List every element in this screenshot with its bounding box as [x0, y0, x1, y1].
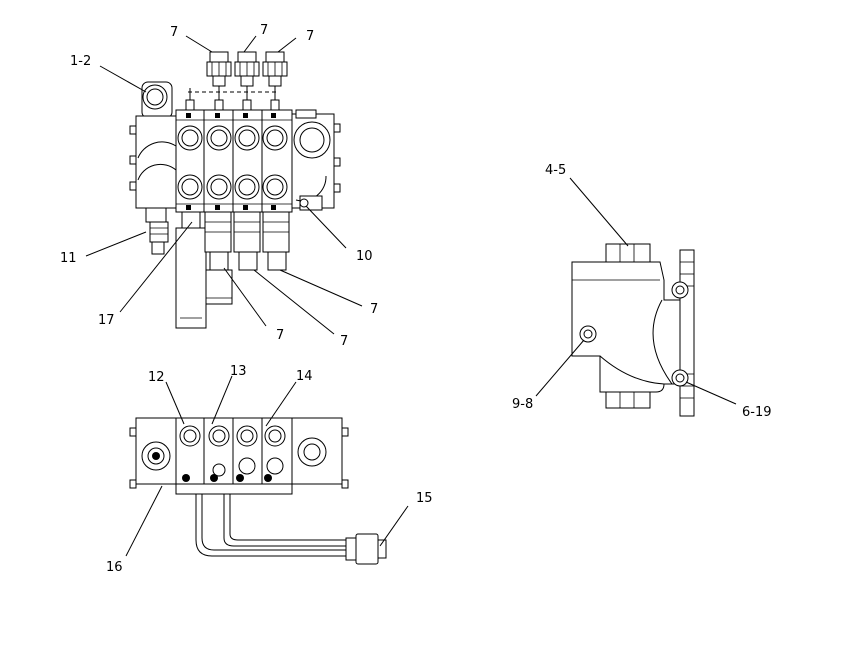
valve-assembly-rear-view [129, 417, 387, 565]
callout-17: 17 [98, 313, 115, 328]
callout-14: 14 [296, 369, 313, 384]
callout-6-19: 6-19 [742, 405, 772, 420]
callout-7-top-middle: 7 [260, 23, 268, 38]
callout-4-5: 4-5 [545, 163, 566, 178]
lower-cartridges [175, 211, 290, 329]
callout-7-top-right: 7 [306, 29, 314, 44]
callout-7-right-upper: 7 [370, 302, 378, 317]
top-fitting-middle [234, 51, 260, 87]
inlet-section [129, 115, 177, 255]
callout-15: 15 [416, 491, 433, 506]
callout-7-top-left: 7 [170, 25, 178, 40]
work-sections [175, 109, 293, 213]
top-fitting-right [262, 51, 288, 87]
top-fitting-left [206, 51, 232, 87]
callout-1-2: 1-2 [70, 54, 91, 69]
callout-9-8: 9-8 [512, 397, 533, 412]
callout-11: 11 [60, 251, 77, 266]
callout-16: 16 [106, 560, 123, 575]
relief-fitting-1-2 [141, 81, 173, 119]
callout-10: 10 [356, 249, 373, 264]
outlet-section [291, 109, 341, 211]
callout-labels: 7 7 7 1-2 11 17 10 7 7 7 4-5 9-8 6-19 12… [60, 23, 772, 575]
valve-assembly-side-view [571, 243, 695, 417]
leader-lines [85, 35, 737, 557]
valve-assembly-front-view [129, 51, 341, 329]
callout-13: 13 [230, 364, 247, 379]
callout-7-bottom: 7 [276, 328, 284, 343]
callout-7-right-lower: 7 [340, 334, 348, 349]
callout-12: 12 [148, 370, 165, 385]
